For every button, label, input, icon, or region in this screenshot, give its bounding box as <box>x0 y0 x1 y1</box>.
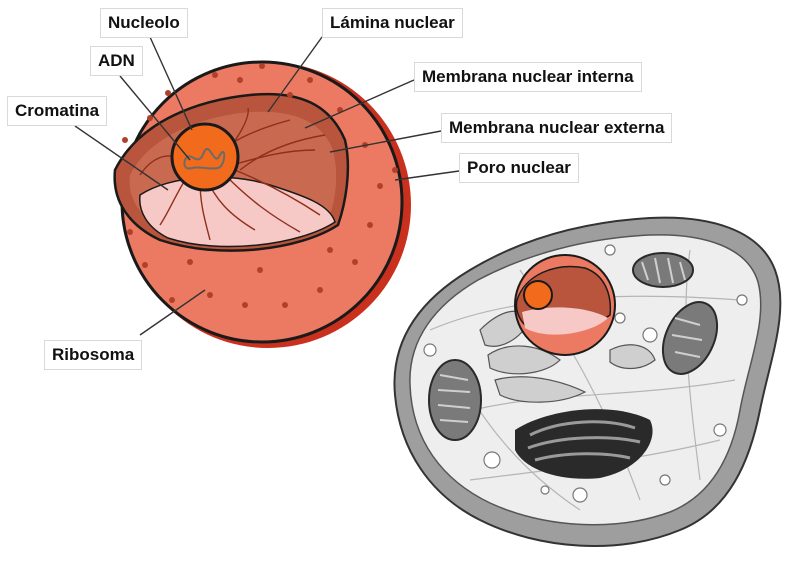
label-ribosoma: Ribosoma <box>44 340 143 370</box>
label-poro-nuclear: Poro nuclear <box>459 153 579 183</box>
nucleus-illustration <box>113 60 411 348</box>
nucleolus <box>170 122 240 192</box>
ribosome-dots <box>122 63 398 308</box>
label-nucleolo: Nucleolo <box>100 8 188 38</box>
leader-membrana-externa <box>329 130 442 153</box>
leader-nucleolo <box>149 36 193 131</box>
leader-ribosoma <box>139 289 206 336</box>
leader-lamina <box>267 36 323 113</box>
dna-squiggle <box>183 148 226 170</box>
label-cromatina: Cromatina <box>7 96 108 126</box>
leader-lines <box>74 36 460 336</box>
leader-cromatina <box>74 125 169 191</box>
label-adn: ADN <box>90 46 143 76</box>
leader-adn <box>119 75 191 161</box>
leader-membrana-interna <box>304 79 415 129</box>
endoplasmic-reticulum <box>479 310 656 403</box>
leader-poro <box>394 170 460 181</box>
mitochondria <box>428 252 719 441</box>
label-membrana-nuclear-interna: Membrana nuclear interna <box>414 62 642 92</box>
label-membrana-nuclear-externa: Membrana nuclear externa <box>441 113 673 143</box>
animal-cell-illustration <box>393 216 782 547</box>
cell-nucleus <box>514 254 616 356</box>
cytoplasm <box>409 234 762 526</box>
golgi-apparatus <box>515 409 653 479</box>
vesicles <box>423 244 748 503</box>
label-lamina-nuclear: Lámina nuclear <box>322 8 463 38</box>
